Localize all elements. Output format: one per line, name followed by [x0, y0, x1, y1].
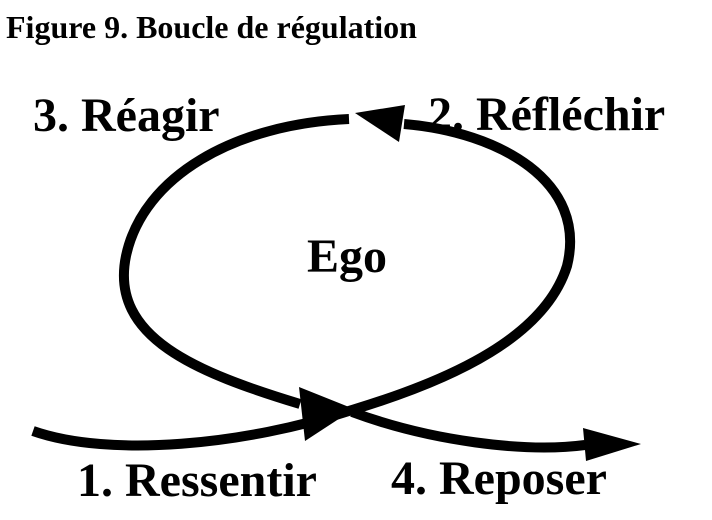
- label-step-2-reflechir: 2. Réfléchir: [428, 88, 666, 141]
- top-left-pointing-arrowhead-icon: [355, 105, 405, 142]
- exit-right-pointing-arrowhead-icon: [583, 428, 641, 461]
- label-ego-center: Ego: [307, 230, 388, 283]
- entry-and-right-loop-curve: [31, 119, 576, 451]
- label-step-1-ressentir: 1. Ressentir: [77, 454, 317, 507]
- left-loop-curve: [119, 114, 350, 409]
- label-step-4-reposer: 4. Reposer: [391, 452, 607, 505]
- exit-curve: [350, 407, 586, 453]
- figure-title: Figure 9. Boucle de régulation: [6, 9, 417, 45]
- crossing-right-pointing-arrowhead-icon: [299, 387, 354, 441]
- label-step-3-reagir: 3. Réagir: [33, 89, 220, 142]
